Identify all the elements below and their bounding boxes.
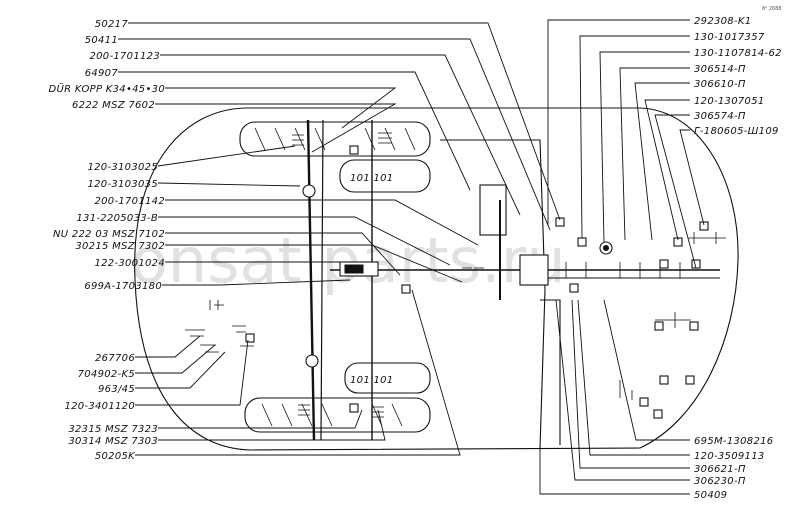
tire-rear-inner (344, 362, 431, 394)
label-120-3103035: 120-3103035 (87, 179, 158, 190)
label-131-2205033: 131-2205033-B (76, 213, 158, 224)
label-120-3401120: 120-3401120 (64, 401, 135, 412)
labels-right: 292308-K1 130-1017357 130-1107814-62 306… (694, 16, 782, 501)
label-963-45: 963/45 (98, 384, 135, 395)
label-200-1701123: 200-1701123 (89, 51, 160, 62)
bearing-symbols (185, 132, 726, 418)
label-130-1107814: 130-1107814-62 (694, 48, 782, 59)
label-50409: 50409 (694, 490, 727, 501)
label-306621: 306621-П (694, 464, 746, 475)
transfer-case (479, 184, 507, 236)
label-32315: 32315 MSZ 7323 (68, 424, 158, 435)
label-dur-kopp: DÜR KOPP K34•45•30 (49, 82, 165, 95)
labels-left: 50217 50411 200-1701123 64907 DÜR KOPP K… (49, 19, 165, 462)
pivot-upper (302, 184, 316, 198)
label-306514: 306514-П (694, 64, 746, 75)
drive-line (330, 184, 720, 300)
label-704902-k5: 704902-K5 (78, 369, 135, 380)
label-6222-msz: 6222 MSZ 7602 (72, 100, 155, 111)
gearbox-block (519, 254, 549, 286)
label-267706: 267706 (95, 353, 135, 364)
axles (302, 119, 613, 441)
label-306610: 306610-П (694, 79, 746, 90)
page-mark: 8ᵃ 2688 (762, 6, 781, 12)
leaders-right (539, 19, 705, 495)
label-120-3509113: 120-3509113 (694, 451, 765, 462)
label-64907: 64907 (85, 68, 119, 79)
label-50217: 50217 (95, 19, 129, 30)
label-30215: 30215 MSZ 7302 (75, 241, 165, 252)
label-130-1017357: 130-1017357 (694, 32, 765, 43)
label-50411: 50411 (85, 35, 118, 46)
label-200-1701142: 200-1701142 (94, 196, 165, 207)
label-120-3103025: 120-3103025 (87, 162, 158, 173)
label-699a-1703180: 699A-1703180 (84, 281, 162, 292)
label-g-180605: Г-180605-Ш109 (694, 126, 779, 137)
pivot-lower (305, 354, 319, 368)
label-695m-1308216: 695M-1308216 (694, 436, 773, 447)
label-50205k: 50205K (95, 451, 136, 462)
label-306574: 306574-П (694, 111, 746, 122)
label-30314: 30314 MSZ 7303 (68, 436, 158, 447)
tire-rear-outer (244, 397, 431, 433)
tire-front-left-inner (339, 159, 431, 193)
label-306230: 306230-П (694, 476, 746, 487)
label-292308-k1: 292308-K1 (694, 16, 751, 27)
label-122-3001024: 122-3001024 (94, 258, 165, 269)
vehicle-outline (134, 107, 739, 451)
leaders-left (118, 22, 561, 456)
label-120-1307051: 120-1307051 (694, 96, 765, 107)
label-nu-222: NU 222 03 MSZ 7102 (53, 229, 165, 240)
